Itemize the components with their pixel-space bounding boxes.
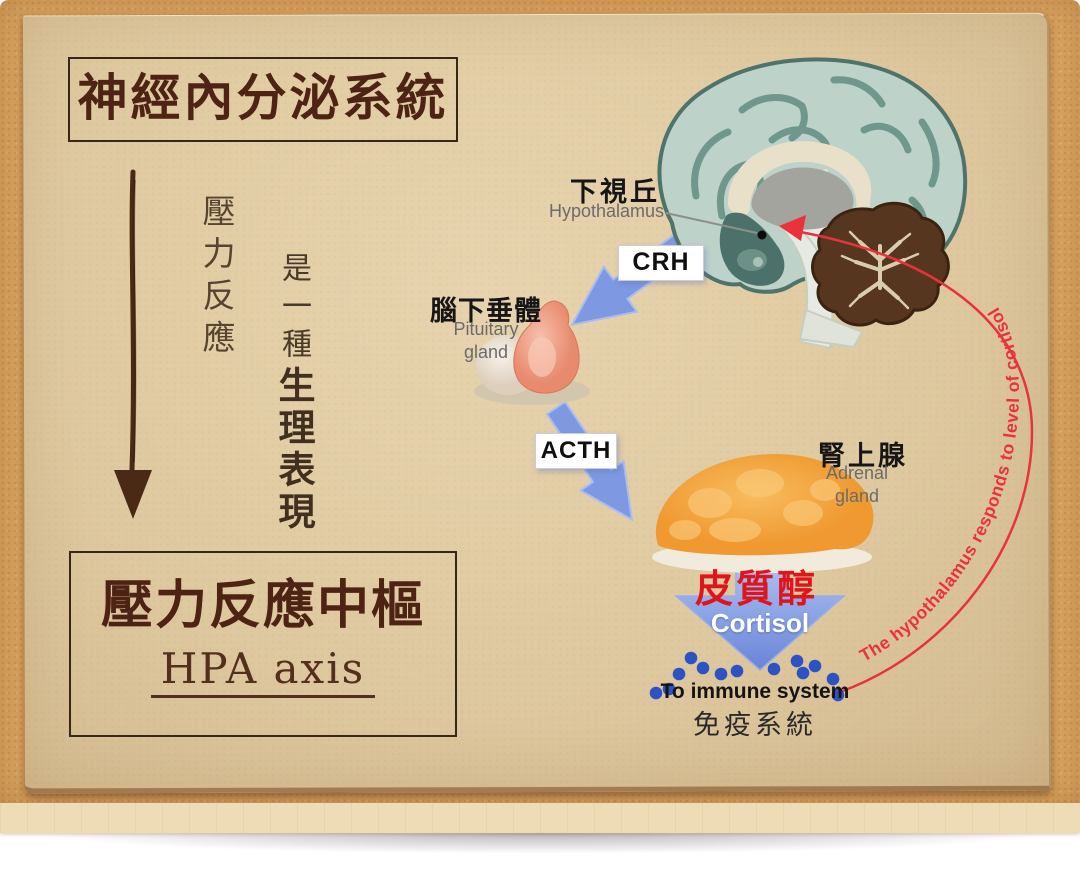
hpa-axis-label: HPA axis [150, 644, 376, 698]
hypothalamus-label-zh: 下視丘 [570, 177, 660, 207]
pituitary-en-line1: Pituitary [453, 319, 519, 339]
hypothalamus-pointer [665, 212, 767, 240]
pituitary-label-zh: 腦下垂體 [430, 296, 542, 326]
cortisol-dots [649, 651, 845, 702]
hand-drawn-arrow [114, 169, 152, 519]
cerebellum [811, 201, 950, 327]
hypothalamus-label-en: Hypothalamus [549, 201, 665, 221]
cortisol-label-zh: 皮質醇 [695, 569, 819, 611]
immune-system-label-zh: 免疫系統 [693, 710, 817, 740]
annotation-layer: The hypothalamus responds to level of co… [114, 169, 1034, 702]
slide-drop-shadow [0, 833, 1080, 859]
stress-center-box: 壓力反應中樞 HPA axis [69, 551, 457, 737]
stress-center-title: 壓力反應中樞 [100, 577, 425, 635]
hypothalamus-region [719, 212, 785, 286]
pituitary-illustration [474, 300, 590, 405]
phrase-vertical-label: 是一種生理表現 [266, 252, 320, 534]
adrenal-illustration [652, 454, 874, 573]
adrenal-texture [669, 469, 840, 542]
thalamus [751, 167, 854, 230]
pituitary-en-line2: gland [463, 342, 509, 363]
brain-illustration [657, 57, 968, 350]
pituitary-highlight [528, 337, 556, 377]
arbor-vitae [840, 230, 920, 310]
phrase-normal: 是一種 [277, 252, 310, 366]
feedback-arc [794, 229, 1034, 694]
adrenal-label-en: Adrenal gland [810, 462, 904, 509]
phrase-bold: 生理表現 [273, 366, 314, 534]
crh-label: CRH [618, 245, 704, 281]
hypothalamus-dot [757, 230, 767, 240]
immune-system-label-en: To immune system [660, 680, 850, 703]
cortisol-arrow [674, 569, 846, 671]
adrenal-en-line1: Adrenal [825, 463, 889, 483]
adrenal-label-zh: 腎上腺 [818, 441, 908, 471]
stress-response-vertical-label: 壓力反應 [198, 194, 235, 362]
cortisol-label-en: Cortisol [710, 608, 810, 638]
corpus-callosum [727, 141, 872, 216]
acth-label: ACTH [535, 433, 617, 469]
feedback-arrowhead [779, 215, 806, 241]
slide-title: 神經內分泌系統 [68, 57, 458, 142]
adrenal-en-line2: gland [834, 486, 880, 507]
table-edge-strip [0, 803, 1080, 833]
pituitary-label-en: Pituitary gland [440, 318, 532, 365]
